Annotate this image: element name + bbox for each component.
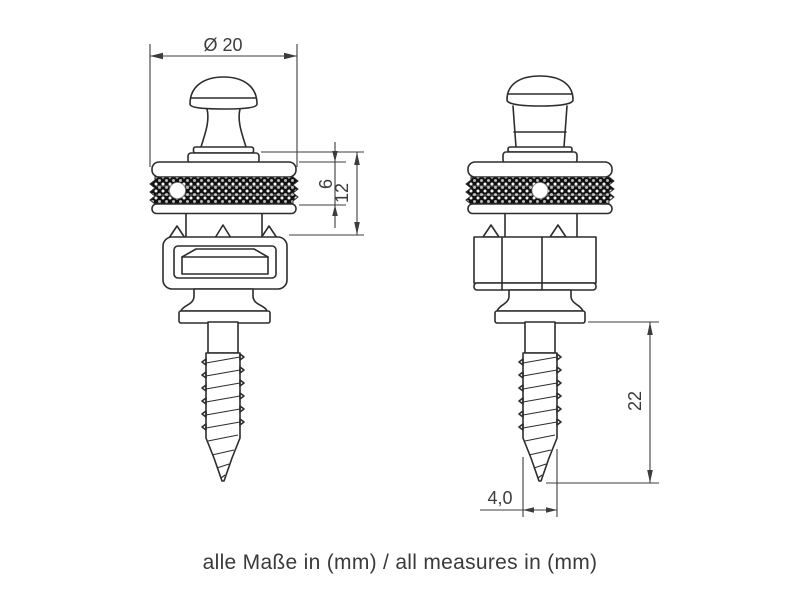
mounting-screw [518, 321, 562, 482]
hex-base [473, 212, 597, 291]
mounting-screw [201, 321, 245, 482]
dimension-head-diameter: Ø 20 [149, 35, 298, 167]
knurled-wheel [149, 161, 299, 215]
dimension-label-screw-diameter: 4,0 [487, 488, 512, 508]
wheel-hole [169, 182, 186, 199]
wheel-hole [531, 182, 549, 199]
side-view [465, 75, 615, 482]
dimension-label-lock-height: 12 [332, 183, 352, 203]
units-caption: alle Maße in (mm) / all measures in (mm) [202, 551, 598, 574]
dimension-lock-height: 12 [332, 152, 360, 235]
base-flange [494, 289, 586, 324]
clamp-claw [214, 224, 232, 239]
dimension-screw-length: 22 [546, 321, 659, 484]
dimension-wheel-thickness: 6 [261, 142, 364, 236]
strap-clamp-bracket [162, 212, 288, 290]
dimension-screw-diameter: 4,0 [480, 449, 558, 517]
knurled-wheel [465, 161, 615, 215]
clamp-claw [482, 224, 500, 238]
knob-button [187, 76, 260, 164]
dimension-label-wheel-thickness: 6 [316, 179, 336, 189]
base-flange [178, 288, 271, 324]
dimension-label-screw-length: 22 [625, 391, 645, 411]
strap-lock-technical-drawing: Ø 20 6 12 22 4,0 [149, 35, 659, 517]
dimension-label-head-diameter: Ø 20 [203, 35, 242, 55]
knob-button [502, 75, 578, 164]
clamp-claw [549, 224, 567, 238]
front-view [149, 76, 299, 482]
